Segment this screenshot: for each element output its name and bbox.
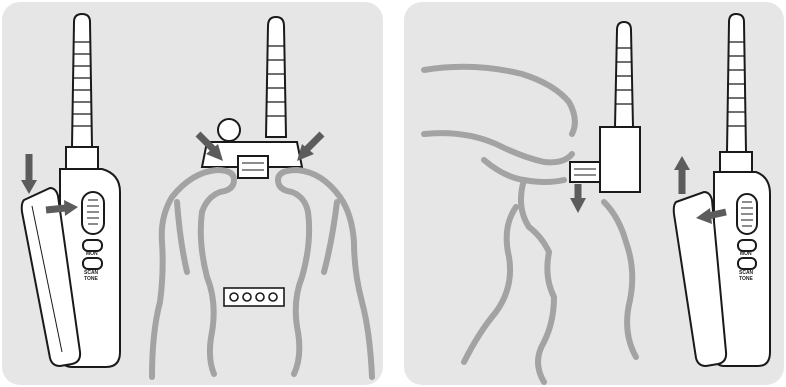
monitor-button-right bbox=[737, 239, 757, 252]
left-hand-outline bbox=[149, 167, 237, 380]
scan-label-right: SCAN bbox=[739, 270, 754, 276]
battery-contacts bbox=[223, 287, 285, 307]
ptt-grip bbox=[87, 199, 99, 225]
monitor-label: MON bbox=[86, 251, 98, 257]
down-arrow-icon bbox=[21, 154, 37, 194]
down-arrow-icon bbox=[570, 184, 586, 213]
ptt-button bbox=[81, 191, 105, 235]
right-panel-illustration: MON SCAN TONE bbox=[421, 12, 771, 385]
left-panel-illustration: MON SCAN TONE bbox=[20, 12, 375, 380]
radio-front-view bbox=[200, 15, 304, 179]
radio-top-front bbox=[200, 141, 304, 168]
antenna-front bbox=[264, 15, 288, 138]
radio-body-held bbox=[599, 126, 641, 193]
antenna-base bbox=[65, 146, 99, 170]
battery-cover-right bbox=[672, 190, 728, 368]
antenna-ridges bbox=[72, 41, 92, 127]
hand-outline bbox=[421, 63, 639, 385]
belt-clip bbox=[237, 155, 269, 179]
tone-label-right: TONE bbox=[739, 276, 753, 282]
scan-tone-button bbox=[82, 257, 103, 270]
left-arrow-icon bbox=[696, 208, 727, 224]
volume-knob bbox=[217, 118, 241, 142]
battery-cover bbox=[20, 186, 82, 368]
tone-label: TONE bbox=[84, 276, 98, 282]
antenna-held bbox=[613, 20, 635, 128]
antenna-right bbox=[725, 12, 748, 153]
right-arrow-icon bbox=[45, 200, 78, 216]
antenna bbox=[70, 12, 94, 148]
scan-label: SCAN bbox=[84, 270, 99, 276]
release-latch bbox=[569, 161, 601, 183]
right-instruction-panel: MON SCAN TONE bbox=[404, 2, 784, 385]
diagonal-arrow-icon bbox=[297, 131, 325, 161]
right-hand-outline bbox=[275, 167, 375, 380]
radio-held-view bbox=[569, 20, 641, 193]
monitor-label-right: MON bbox=[740, 251, 752, 257]
battery-cover-edge bbox=[31, 205, 63, 353]
left-instruction-panel: MON SCAN TONE bbox=[2, 2, 383, 385]
diagonal-arrow-icon bbox=[195, 131, 223, 161]
up-arrow-icon bbox=[674, 156, 690, 194]
scan-tone-button-right bbox=[737, 257, 757, 270]
monitor-button bbox=[82, 239, 103, 252]
